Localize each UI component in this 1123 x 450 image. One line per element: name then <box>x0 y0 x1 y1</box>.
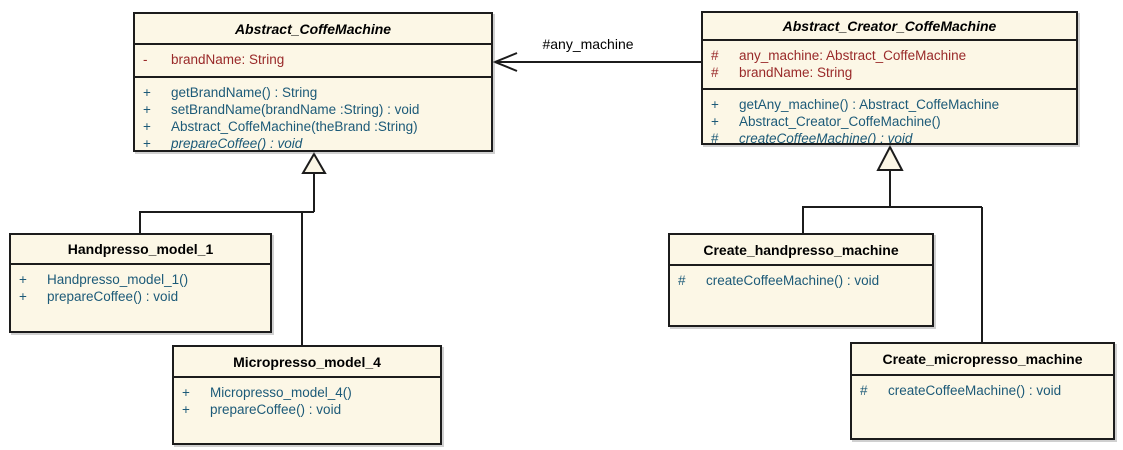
methods-compartment: + getAny_machine() : Abstract_CoffeMachin… <box>703 88 1076 143</box>
member-text: createCoffeeMachine() : void <box>706 273 880 288</box>
member-text: Handpresso_model_1() <box>47 272 189 287</box>
visibility-symbol: + <box>143 119 151 134</box>
member-text: brandName: String <box>171 52 285 67</box>
class-title: Abstract_CoffeMachine <box>234 20 392 37</box>
member-text: createCoffeeMachine() : void <box>739 131 913 143</box>
methods-compartment: + Micropresso_model_4() + prepareCoffee() :… <box>174 376 440 443</box>
methods-compartment: # createCoffeeMachine() : void <box>852 374 1113 438</box>
member-text: Abstract_Creator_CoffeMachine() <box>739 114 941 129</box>
methods-compartment: + Handpresso_model_1() + prepareCoffee() : … <box>11 263 270 331</box>
member-row: + getBrandName() : String <box>143 84 487 101</box>
class-handpresso-model-1[interactable]: Handpresso_model_1 + Handpresso_model_1()… <box>9 233 272 333</box>
attributes-compartment: - brandName: String <box>135 43 491 76</box>
visibility-symbol: # <box>678 273 686 288</box>
visibility-symbol: # <box>711 65 719 80</box>
member-row: # brandName: String <box>711 64 1072 81</box>
association-label: #any_machine <box>542 36 634 52</box>
class-title: Create_micropresso_machine <box>882 351 1083 367</box>
member-text: prepareCoffee() : void <box>210 402 342 417</box>
class-create-handpresso-machine[interactable]: Create_handpresso_machine # createCoffeeM… <box>668 233 934 327</box>
member-row: + Micropresso_model_4() <box>182 384 436 401</box>
visibility-symbol: + <box>19 272 27 287</box>
visibility-symbol: + <box>143 85 151 100</box>
member-text: getAny_machine() : Abstract_CoffeMachine <box>739 97 1000 112</box>
class-abstract-coffemachine[interactable]: Abstract_CoffeMachine - brandName: String… <box>133 12 493 152</box>
member-row: + Abstract_CoffeMachine(theBrand :String) <box>143 118 487 135</box>
class-title: Abstract_Creator_CoffeMachine <box>782 18 997 34</box>
visibility-symbol: + <box>182 385 190 400</box>
member-text: Micropresso_model_4() <box>210 385 352 400</box>
methods-compartment: # createCoffeeMachine() : void <box>670 264 932 325</box>
member-text: createCoffeeMachine() : void <box>888 383 1062 398</box>
member-row: + prepareCoffee() : void <box>143 135 487 150</box>
visibility-symbol: # <box>860 383 868 398</box>
visibility-symbol: + <box>182 402 190 417</box>
member-text: Abstract_CoffeMachine(theBrand :String) <box>171 119 418 134</box>
class-micropresso-model-4[interactable]: Micropresso_model_4 + Micropresso_model_4… <box>172 345 442 445</box>
visibility-symbol: + <box>19 289 27 304</box>
visibility-symbol: + <box>143 136 151 150</box>
generalization-arrow-right[interactable] <box>802 144 983 343</box>
member-text: getBrandName() : String <box>171 85 318 100</box>
member-row: + getAny_machine() : Abstract_CoffeMachin… <box>711 96 1072 113</box>
visibility-symbol: + <box>143 102 151 117</box>
member-text: setBrandName(brandName :String) : void <box>171 102 420 117</box>
member-row: + Handpresso_model_1() <box>19 271 266 288</box>
class-title: Micropresso_model_4 <box>233 353 381 370</box>
member-text: prepareCoffee() : void <box>171 136 303 150</box>
generalization-arrow-left[interactable] <box>139 152 327 346</box>
class-title: Create_handpresso_machine <box>703 241 899 258</box>
member-text: brandName: String <box>739 65 853 80</box>
member-row: # createCoffeeMachine() : void <box>678 272 928 289</box>
visibility-symbol: + <box>711 114 719 129</box>
member-row: - brandName: String <box>143 51 487 68</box>
class-abstract-creator-coffemachine[interactable]: Abstract_Creator_CoffeMachine # any_machi… <box>701 11 1078 145</box>
open-arrowhead-icon <box>492 52 518 72</box>
member-row: + setBrandName(brandName :String) : void <box>143 101 487 118</box>
attributes-compartment: # any_machine: Abstract_CoffeMachine # bran… <box>703 39 1076 88</box>
association-arrow[interactable] <box>492 52 701 72</box>
visibility-symbol: - <box>143 52 148 67</box>
member-row: # createCoffeeMachine() : void <box>860 382 1109 399</box>
inheritance-triangle-icon <box>301 152 327 174</box>
member-row: # createCoffeeMachine() : void <box>711 130 1072 143</box>
member-row: + prepareCoffee() : void <box>19 288 266 305</box>
member-row: + prepareCoffee() : void <box>182 401 436 418</box>
inheritance-triangle-icon <box>876 144 904 171</box>
member-row: + Abstract_Creator_CoffeMachine() <box>711 113 1072 130</box>
class-title: Handpresso_model_1 <box>67 241 214 257</box>
visibility-symbol: # <box>711 131 719 143</box>
member-text: prepareCoffee() : void <box>47 289 179 304</box>
visibility-symbol: # <box>711 48 719 63</box>
methods-compartment: + getBrandName() : String + setBrandName(br… <box>135 76 491 150</box>
visibility-symbol: + <box>711 97 719 112</box>
member-text: any_machine: Abstract_CoffeMachine <box>739 48 967 63</box>
class-create-micropresso-machine[interactable]: Create_micropresso_machine # createCoffee… <box>850 342 1115 440</box>
member-row: # any_machine: Abstract_CoffeMachine <box>711 47 1072 64</box>
